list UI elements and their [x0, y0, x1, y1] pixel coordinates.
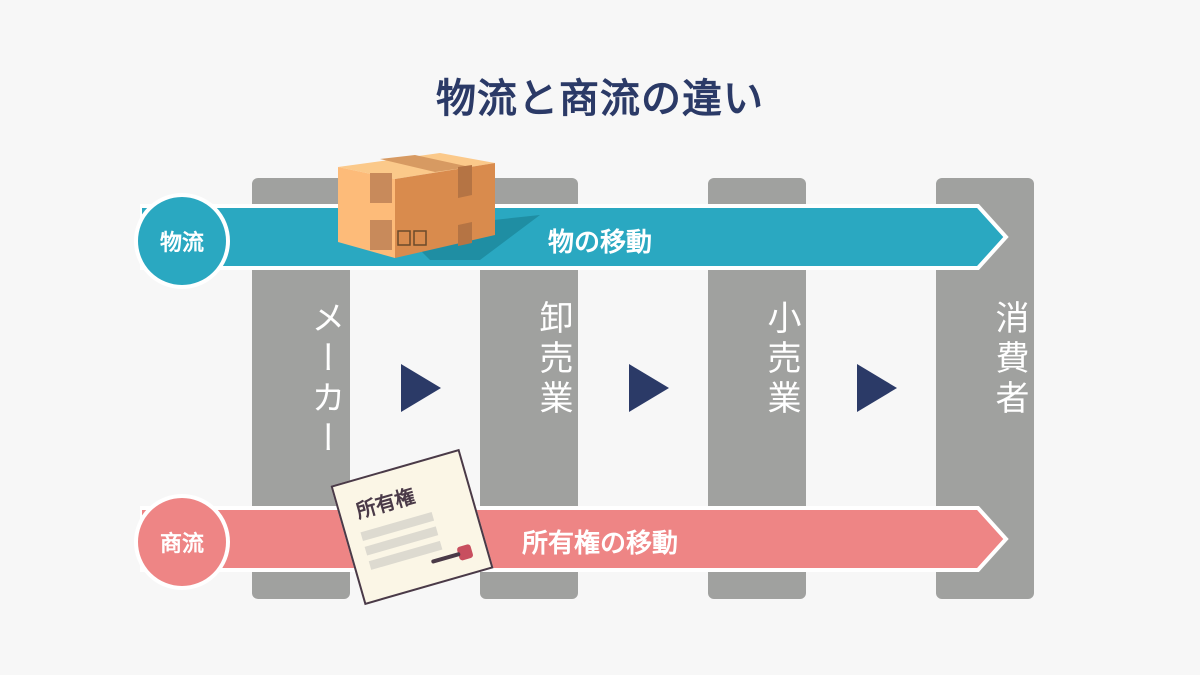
stage-label: 消費者	[989, 300, 1029, 420]
document-title: 所有権	[353, 483, 418, 524]
flow-arrow-icon	[629, 364, 669, 412]
logistics-badge: 物流	[134, 193, 230, 289]
commercial-badge: 商流	[134, 494, 230, 590]
flow-arrow-icon	[401, 364, 441, 412]
ownership-document-icon: 所有権	[330, 448, 494, 606]
flow-arrow-icon	[857, 364, 897, 412]
cardboard-box-icon	[338, 153, 540, 260]
page-title: 物流と商流の違い	[436, 76, 764, 122]
logistics-label: 物の移動	[547, 228, 652, 258]
stage-label: 卸売業	[533, 300, 573, 420]
stage-label: 小売業	[761, 300, 801, 420]
commercial-label: 所有権の移動	[521, 529, 678, 559]
stage-label: メーカー	[305, 300, 345, 460]
